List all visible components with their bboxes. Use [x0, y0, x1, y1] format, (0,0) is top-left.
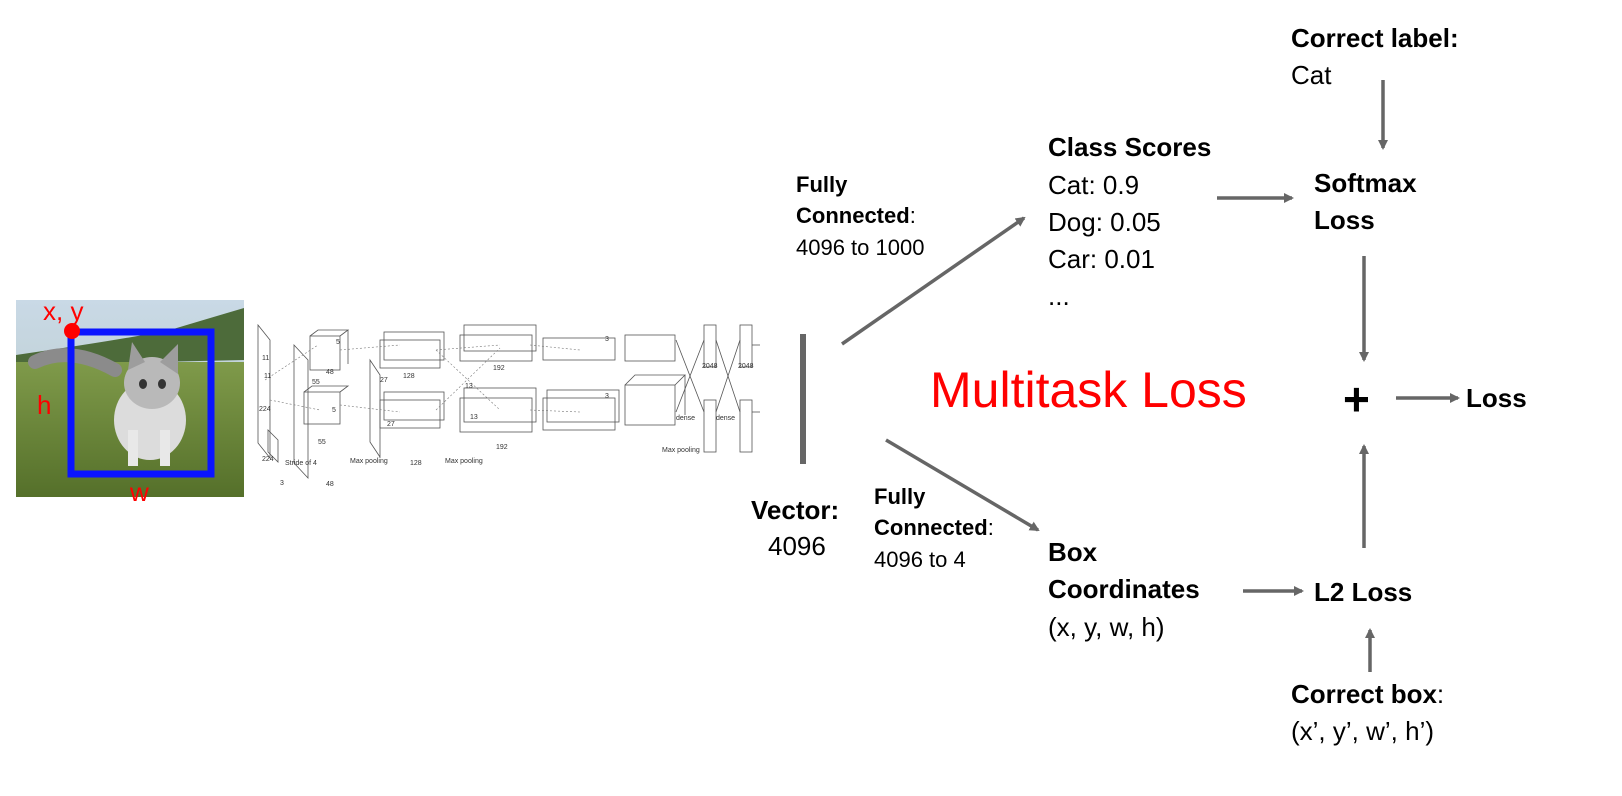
correct-box-colon: :	[1436, 679, 1445, 709]
arch-dense2-layer	[739, 324, 753, 368]
arch-label: Max pooling	[350, 458, 388, 465]
l2-loss-label: L2 Loss	[1314, 577, 1413, 607]
corner-point	[64, 323, 80, 339]
correct-box-value: (x’, y’, w’, h’)	[1291, 716, 1434, 746]
total-loss-label: Loss	[1466, 383, 1527, 413]
vector-value: 4096	[768, 531, 826, 561]
w-annotation: w	[130, 477, 149, 507]
fc-top-title-line1: Fully	[796, 172, 848, 197]
arch-label: Max pooling	[445, 458, 483, 465]
correct-label-value: Cat	[1291, 60, 1332, 90]
fc-bottom-title-line1: Fully	[874, 484, 926, 509]
arch-label: 5	[332, 407, 336, 414]
correct-label-title: Correct label:	[1291, 23, 1459, 53]
arch-label: 192	[493, 365, 505, 372]
arch-label: dense	[676, 415, 695, 422]
box-coordinates-line2: Coordinates	[1048, 574, 1200, 604]
arch-label: 192	[496, 444, 508, 451]
vector-label: Vector:	[751, 495, 840, 525]
class-score-item: Car: 0.01	[1048, 244, 1155, 274]
class-score-item: ...	[1048, 281, 1070, 311]
class-scores-title: Class Scores	[1048, 132, 1212, 162]
xy-annotation: x, y	[43, 296, 84, 326]
arch-label: 48	[326, 369, 334, 376]
box-coordinates-line1: Box	[1048, 537, 1098, 567]
arch-label: 2048	[702, 363, 718, 370]
fc-top-detail: 4096 to 1000	[796, 235, 925, 260]
arch-label: 27	[387, 421, 395, 428]
arch-conv5-layer	[624, 334, 676, 362]
arch-label: 128	[410, 460, 422, 467]
fc-top-colon: :	[909, 203, 916, 228]
arch-label: 55	[318, 439, 326, 446]
arrow-to-box-coordinates	[885, 438, 1040, 532]
arch-label: 27	[380, 377, 388, 384]
fc-bottom-detail: 4096 to 4	[874, 547, 966, 572]
box-coordinates-line3: (x, y, w, h)	[1048, 612, 1165, 642]
arch-label: 3	[605, 393, 609, 400]
arch-label: Max pooling	[662, 447, 700, 454]
arch-label: 5	[336, 339, 340, 346]
h-annotation: h	[37, 390, 52, 420]
arch-dense1-layer	[703, 324, 717, 368]
fc-bottom-colon: :	[987, 515, 994, 540]
fc-top-title-line2: Connected	[796, 203, 910, 228]
arch-label: 3	[280, 480, 284, 487]
softmax-loss-line2: Loss	[1314, 205, 1375, 235]
softmax-loss-line1: Softmax	[1314, 168, 1417, 198]
arch-label: Stride of 4	[285, 460, 317, 467]
fc-bottom-title-line2: Connected	[874, 515, 988, 540]
arrow-to-class-scores	[841, 216, 1026, 346]
arch-input-layer	[257, 323, 271, 460]
class-score-item: Dog: 0.05	[1048, 207, 1161, 237]
bounding-box	[67, 328, 215, 478]
plus-icon: +	[1343, 373, 1370, 425]
arch-label: 13	[465, 383, 473, 390]
class-score-item: Cat: 0.9	[1048, 170, 1140, 200]
arch-label: 55	[312, 379, 320, 386]
correct-box-title: Correct box	[1291, 679, 1437, 709]
arch-label: 48	[326, 481, 334, 488]
arch-conv4-layer	[542, 337, 616, 361]
arch-label: 11	[262, 355, 269, 362]
arch-label: 224	[259, 406, 271, 413]
arch-label: 2048	[738, 363, 754, 370]
arch-label: 128	[403, 373, 415, 380]
arch-label: 11	[264, 373, 271, 380]
arch-label: 13	[470, 414, 478, 421]
multitask-loss-title: Multitask Loss	[930, 362, 1247, 418]
arch-label: 3	[605, 336, 609, 343]
arch-label: 224	[262, 456, 274, 463]
arch-label: dense	[716, 415, 735, 422]
